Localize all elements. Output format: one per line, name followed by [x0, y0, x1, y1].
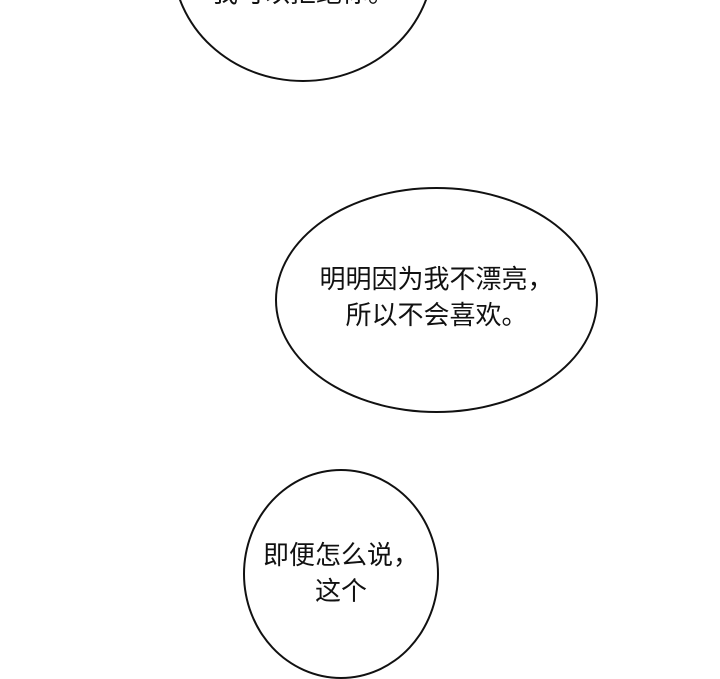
speech-line: 我可以拒绝你。	[174, 0, 432, 12]
speech-bubble-text: 即便怎么说， 这个	[245, 538, 437, 610]
speech-line: 这个	[314, 577, 367, 607]
comic-panel: 我可以拒绝你。 明明因为我不漂亮， 所以不会喜欢。 即便怎么说， 这个	[172, 0, 598, 679]
speech-bubble-top: 我可以拒绝你。	[172, 0, 434, 82]
speech-line: 即便怎么说，	[262, 541, 419, 571]
speech-bubble-text: 明明因为我不漂亮， 所以不会喜欢。	[277, 262, 596, 334]
speech-bubble-text: 我可以拒绝你。	[174, 0, 432, 12]
speech-bubble-middle: 明明因为我不漂亮， 所以不会喜欢。	[275, 187, 598, 413]
speech-bubble-bottom: 即便怎么说， 这个	[243, 469, 439, 679]
speech-line: 所以不会喜欢。	[345, 301, 528, 331]
speech-line: 明明因为我不漂亮，	[319, 265, 554, 295]
